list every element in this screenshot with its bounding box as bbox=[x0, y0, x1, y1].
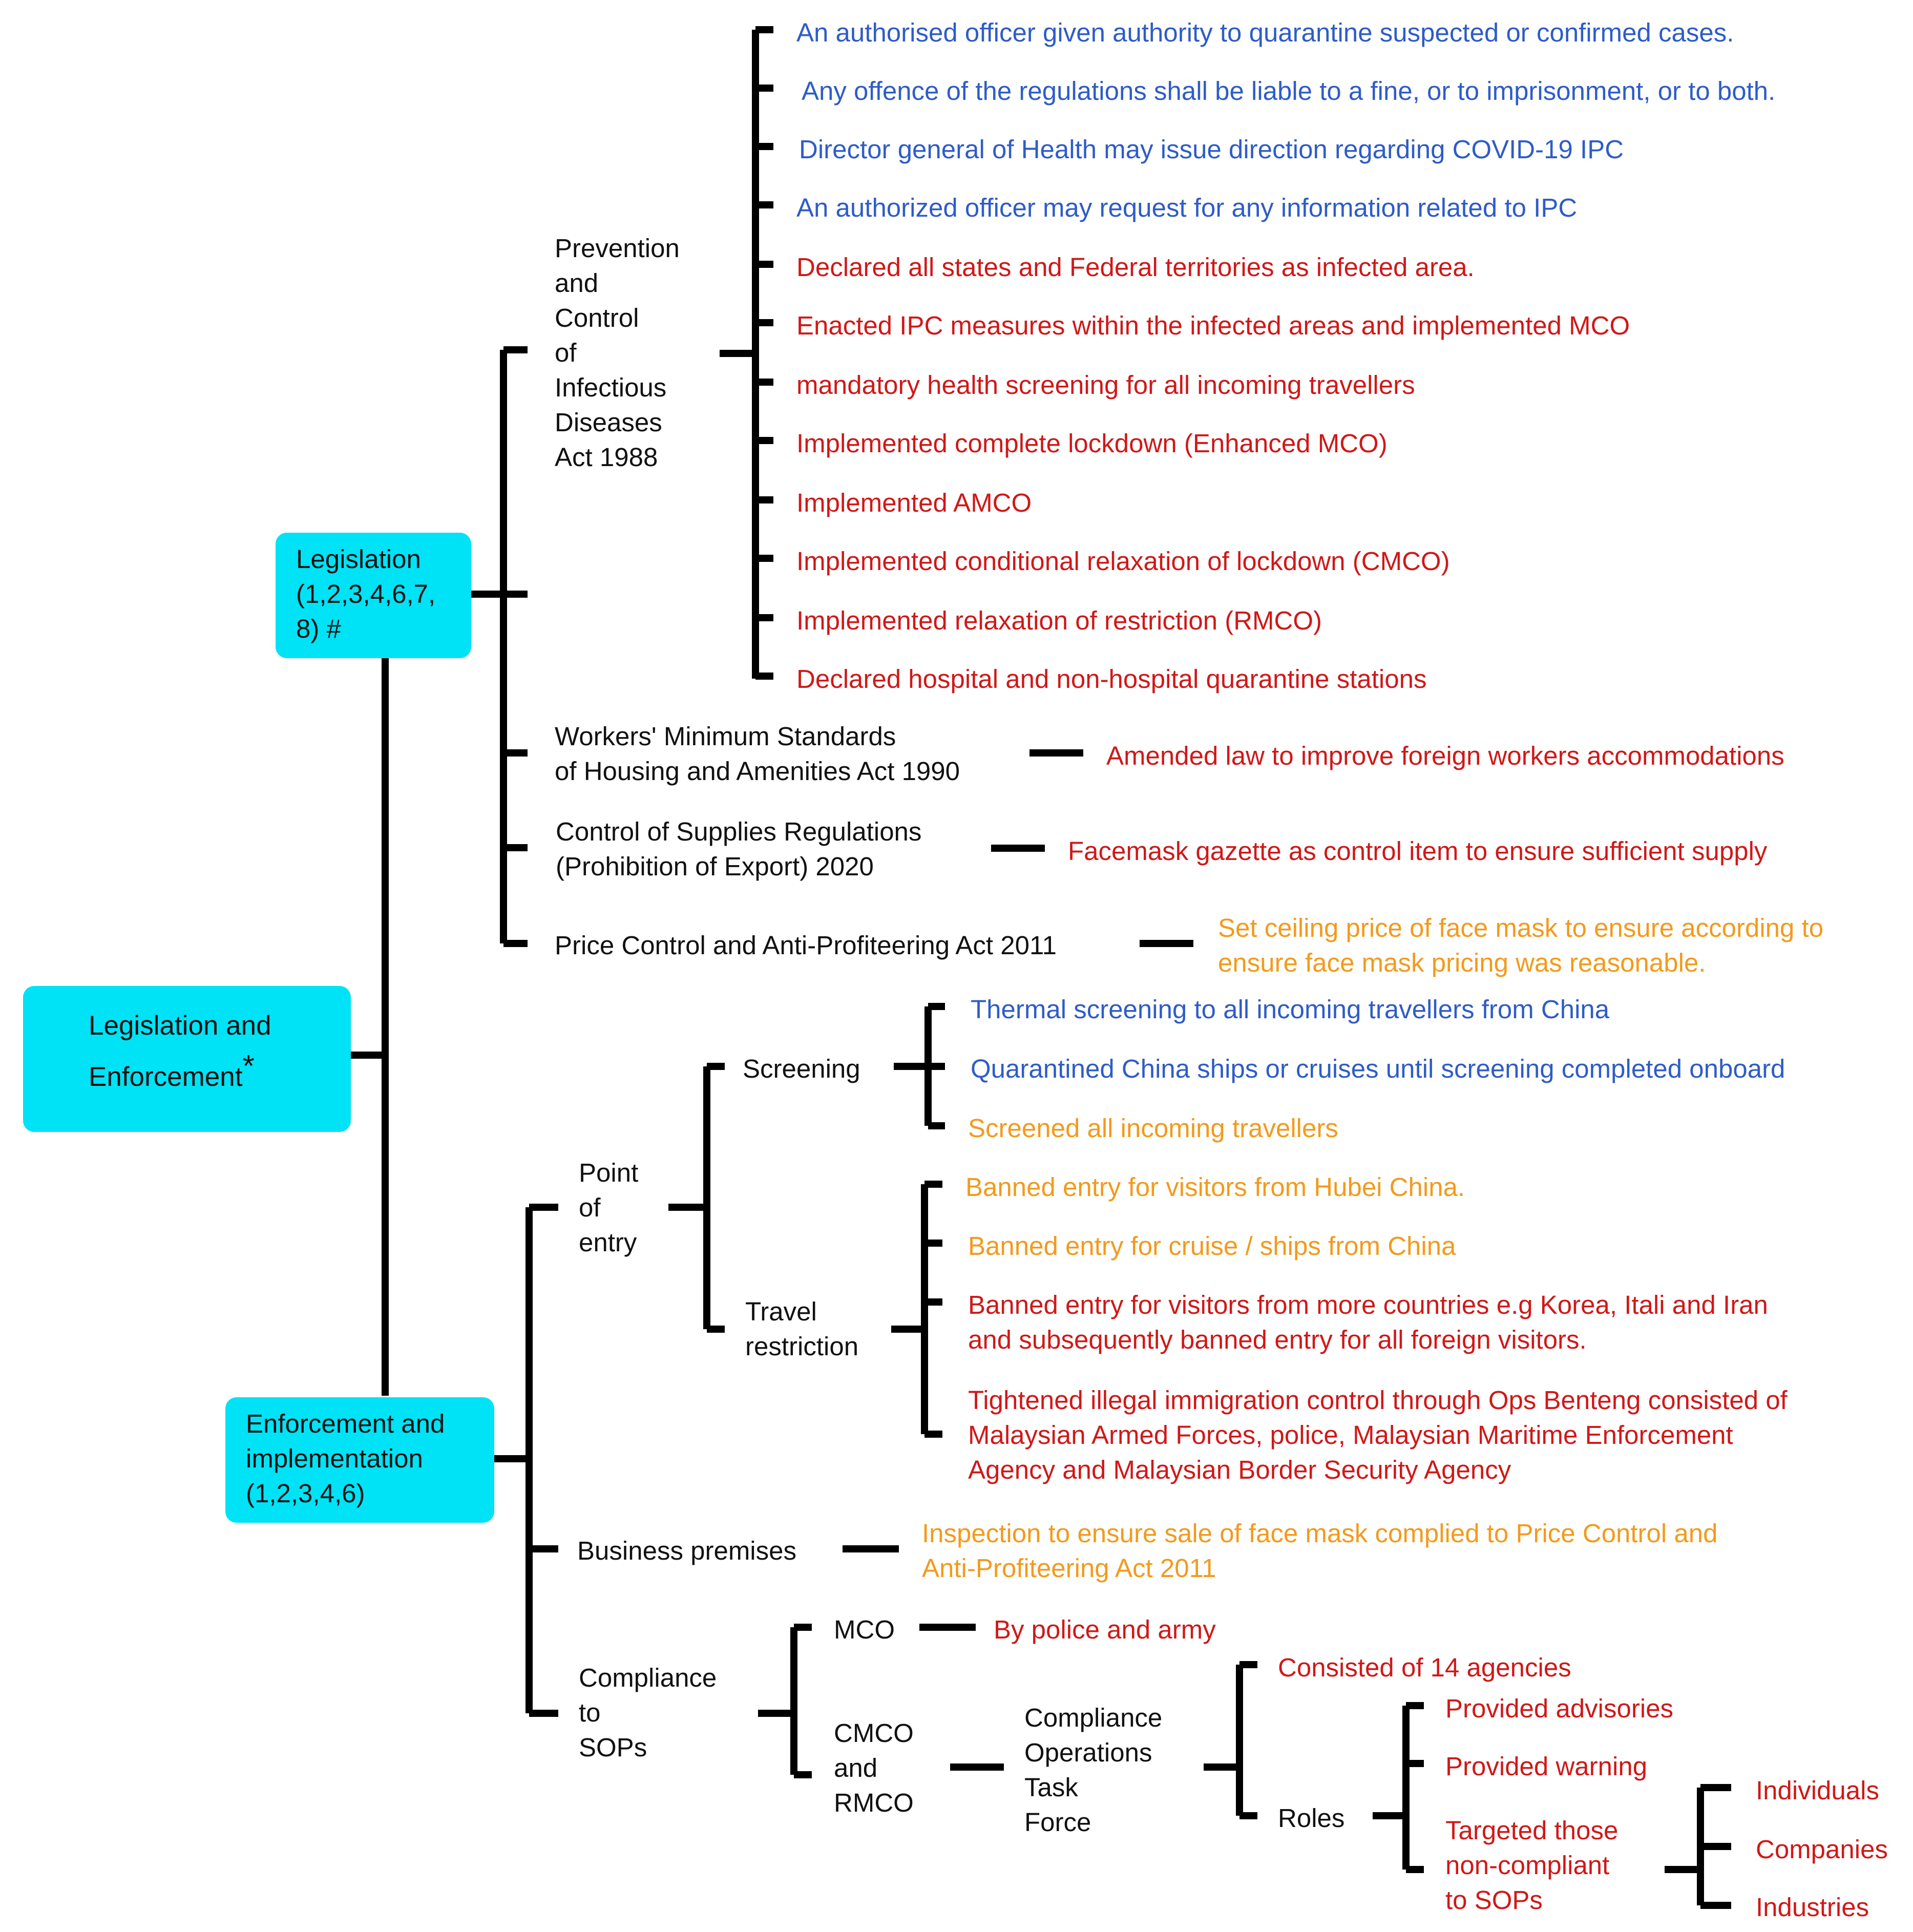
cmco-label-line: CMCO bbox=[834, 1718, 914, 1748]
agencies-item: Consisted of 14 agencies bbox=[1278, 1653, 1571, 1682]
pcid-act-name-line: Diseases bbox=[555, 408, 662, 437]
root-marker: * bbox=[242, 1048, 255, 1083]
travel-item-line: Tightened illegal immigration control th… bbox=[968, 1385, 1788, 1415]
price-act-item-line: Set ceiling price of face mask to ensure… bbox=[1218, 913, 1824, 942]
cmco-label-line: and bbox=[834, 1753, 878, 1782]
root-label-line1: Legislation and bbox=[89, 1011, 271, 1041]
pcid-item: Implemented AMCO bbox=[796, 488, 1032, 517]
targeted-line: Targeted those bbox=[1445, 1816, 1618, 1845]
pcid-item: Implemented conditional relaxation of lo… bbox=[796, 547, 1450, 576]
workers-act-item: Amended law to improve foreign workers a… bbox=[1106, 741, 1784, 770]
roles-label: Roles bbox=[1278, 1803, 1345, 1833]
mco-label: MCO bbox=[834, 1615, 895, 1644]
pcid-item: Enacted IPC measures within the infected… bbox=[796, 311, 1630, 340]
pcid-item: Declared hospital and non-hospital quara… bbox=[796, 664, 1427, 694]
legislation-title: Legislation bbox=[296, 544, 421, 574]
travel-item: Banned entry for cruise / ships from Chi… bbox=[968, 1231, 1456, 1261]
taskforce-line: Task bbox=[1024, 1773, 1078, 1802]
taskforce-line: Operations bbox=[1024, 1738, 1152, 1767]
target-item: Industries bbox=[1756, 1893, 1869, 1922]
root-label-line2: Enforcement bbox=[89, 1062, 243, 1092]
legislation-box: Legislation (1,2,3,4,6,7, 8) # bbox=[276, 533, 471, 658]
pcid-item: Implemented relaxation of restriction (R… bbox=[796, 606, 1322, 635]
pcid-act-name-line: Infectious bbox=[555, 373, 667, 402]
enforcement-title-line1: Enforcement and bbox=[246, 1409, 445, 1438]
supplies-reg-name-line: Control of Supplies Regulations bbox=[556, 817, 922, 846]
targeted-line: to SOPs bbox=[1445, 1885, 1543, 1915]
travel-item-line: Banned entry for visitors from more coun… bbox=[968, 1290, 1768, 1319]
supplies-reg-name-line: (Prohibition of Export) 2020 bbox=[556, 852, 874, 881]
business-item-line: Inspection to ensure sale of face mask c… bbox=[922, 1519, 1718, 1548]
pcid-item: An authorised officer given authority to… bbox=[796, 18, 1734, 47]
pcid-act-name-line: Control bbox=[555, 303, 639, 332]
pcid-item: Declared all states and Federal territor… bbox=[796, 253, 1475, 282]
legislation-refs-line1: (1,2,3,4,6,7, bbox=[296, 579, 436, 608]
travel-item: Banned entry for visitors from Hubei Chi… bbox=[965, 1172, 1465, 1202]
role-item: Provided warning bbox=[1445, 1752, 1648, 1781]
pcid-item: Any offence of the regulations shall be … bbox=[802, 76, 1776, 106]
travel-restriction-label-line: Travel bbox=[745, 1297, 817, 1326]
compliance-line: Compliance bbox=[579, 1663, 717, 1692]
screening-label: Screening bbox=[743, 1054, 860, 1083]
target-item: Individuals bbox=[1756, 1776, 1879, 1805]
business-premises-label: Business premises bbox=[577, 1536, 796, 1565]
targeted-line: non-compliant bbox=[1445, 1851, 1610, 1880]
travel-item-line: Malaysian Armed Forces, police, Malaysia… bbox=[968, 1420, 1733, 1450]
business-item-line: Anti-Profiteering Act 2011 bbox=[922, 1553, 1216, 1583]
taskforce-line: Compliance bbox=[1024, 1703, 1163, 1732]
enforcement-title-line2: implementation bbox=[246, 1444, 423, 1473]
travel-item-line: and subsequently banned entry for all fo… bbox=[968, 1325, 1587, 1354]
root-box: Legislation and Enforcement* bbox=[23, 986, 351, 1132]
enforcement-box: Enforcement and implementation (1,2,3,4,… bbox=[225, 1397, 494, 1523]
compliance-line: to bbox=[579, 1698, 601, 1727]
workers-act-name-line: of Housing and Amenities Act 1990 bbox=[555, 757, 960, 786]
pcid-item: Implemented complete lockdown (Enhanced … bbox=[796, 429, 1388, 458]
cmco-label-line: RMCO bbox=[834, 1788, 914, 1817]
pcid-act-name-line: Prevention bbox=[555, 234, 680, 263]
pcid-act-name-line: of bbox=[555, 338, 577, 367]
pcid-item: mandatory health screening for all incom… bbox=[796, 370, 1415, 400]
screening-item: Thermal screening to all incoming travel… bbox=[971, 995, 1610, 1024]
pcid-item: An authorized officer may request for an… bbox=[796, 193, 1578, 222]
compliance-line: SOPs bbox=[579, 1733, 647, 1762]
target-item: Companies bbox=[1756, 1835, 1888, 1864]
price-act-item-line: ensure face mask pricing was reasonable. bbox=[1218, 948, 1706, 977]
legislation-refs-line2: 8) # bbox=[296, 614, 341, 643]
workers-act-name-line: Workers' Minimum Standards bbox=[555, 722, 896, 751]
pcid-act-name-line: Act 1988 bbox=[555, 443, 658, 472]
pcid-item: Director general of Health may issue dir… bbox=[799, 135, 1624, 164]
price-act-name: Price Control and Anti-Profiteering Act … bbox=[555, 931, 1057, 960]
point-of-entry-line: entry bbox=[579, 1228, 637, 1257]
pcid-act-name-line: and bbox=[555, 268, 599, 298]
travel-item-line: Agency and Malaysian Border Security Age… bbox=[968, 1455, 1511, 1484]
travel-restriction-label-line: restriction bbox=[745, 1332, 859, 1361]
screening-item: Quarantined China ships or cruises until… bbox=[971, 1054, 1785, 1083]
mco-item: By police and army bbox=[994, 1615, 1216, 1644]
point-of-entry-line: of bbox=[579, 1193, 601, 1222]
screening-item: Screened all incoming travellers bbox=[968, 1114, 1338, 1143]
role-item: Provided advisories bbox=[1445, 1694, 1674, 1723]
supplies-reg-item: Facemask gazette as control item to ensu… bbox=[1068, 836, 1768, 866]
taskforce-line: Force bbox=[1024, 1808, 1091, 1837]
point-of-entry-line: Point bbox=[579, 1158, 639, 1187]
enforcement-refs: (1,2,3,4,6) bbox=[246, 1479, 365, 1508]
